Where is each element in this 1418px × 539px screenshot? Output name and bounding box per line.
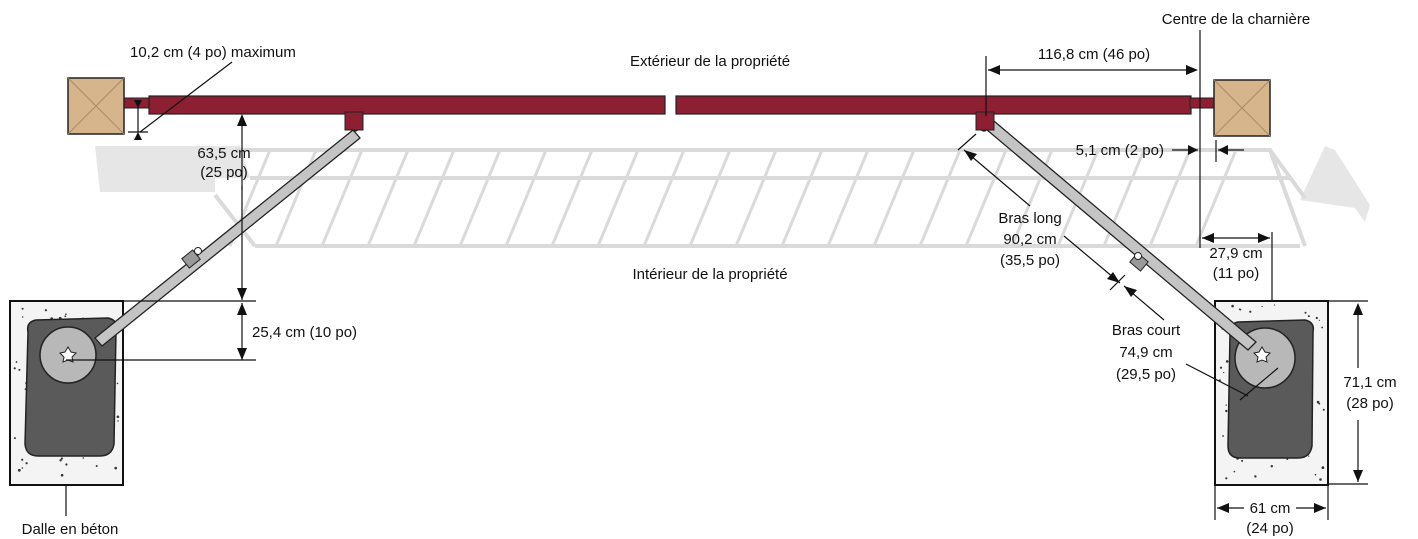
concrete-speck [116,382,119,385]
long-arm-in-label: (35,5 po) [1000,252,1060,269]
concrete-speck [1222,435,1224,437]
operator-offset-label: 25,4 cm (10 po) [252,324,357,341]
concrete-speck [1261,305,1263,308]
concrete-speck [95,465,98,467]
ghost-slat [964,149,1008,247]
ghost-slat [320,149,364,247]
slab-width-in-label: (24 po) [1246,520,1294,537]
concrete-speck [117,420,119,422]
concrete-speck [15,361,18,363]
concrete-speck [1225,404,1227,406]
slab-height-cm-label: 71,1 cm [1343,374,1396,391]
concrete-speck [1315,316,1318,320]
ghost-slat [458,149,502,247]
slab-height-in-label: (28 po) [1346,395,1394,412]
concrete-speck [1270,465,1274,468]
concrete-speck [1223,371,1225,374]
concrete-speck [44,309,48,312]
hinge-post-left [67,77,125,135]
concrete-speck [25,462,28,465]
concrete-speck [13,437,16,440]
ghost-slat [688,149,732,247]
concrete-speck [21,307,24,310]
short-arm-in-label: (29,5 po) [1116,366,1176,383]
gap-max-label: 10,2 cm (4 po) maximum [130,44,296,61]
concrete-speck [1304,311,1307,314]
hinge-distance-label: 116,8 cm (46 po) [1038,46,1150,63]
concrete-speck [59,459,62,462]
ghost-slat [734,149,778,247]
hinge-offset-label: 5,1 cm (2 po) [1076,142,1164,159]
concrete-speck [65,463,68,466]
arm-offset-cm-label: 63,5 cm [197,145,250,162]
gate-leaf-left [123,95,666,131]
concrete-speck [1307,315,1310,318]
pivot-offset-in-label: (11 po) [1213,265,1259,282]
concrete-speck [1308,455,1310,457]
slab-width-cm-label: 61 cm [1250,500,1291,517]
ghost-slat [872,149,916,247]
ghost-slat [596,149,640,247]
dimension-lines [65,30,1368,520]
hinge-post-right [1213,79,1271,137]
ghost-slat [366,149,410,247]
concrete-speck [116,415,120,419]
exterior-label: Extérieur de la propriété [630,53,790,70]
concrete-speck [1254,475,1257,478]
concrete-speck [114,466,117,470]
concrete-speck [17,468,21,472]
short-arm-cm-label: 74,9 cm [1119,344,1172,361]
concrete-speck [18,368,21,371]
concrete-speck [13,367,16,370]
concrete-speck [65,313,67,316]
ghost-slat [504,149,548,247]
interior-label: Intérieur de la propriété [632,266,787,283]
gate-operator-left [24,317,118,457]
short-arm-title: Bras court [1112,322,1181,339]
concrete-speck [1318,402,1321,405]
concrete-speck [1321,466,1325,469]
concrete-speck [1322,408,1325,411]
concrete-speck [1314,473,1317,476]
concrete-speck [1231,304,1234,308]
concrete-speck [1225,477,1228,480]
concrete-speck [1321,326,1324,329]
gate-leaf-right [675,95,1215,131]
concrete-speck [1316,400,1320,404]
concrete-speck [1233,470,1236,473]
hinge-center-label: Centre de la charnière [1162,11,1310,28]
pivot-offset-cm-label: 27,9 cm [1209,245,1262,262]
ghost-slat [918,149,962,247]
ghost-slat [642,149,686,247]
concrete-speck [1225,409,1228,413]
long-arm-title: Bras long [998,210,1061,227]
concrete-speck [1318,319,1320,321]
ghost-gate-slats [228,149,1238,247]
ghost-slat [826,149,870,247]
ghost-slat [780,149,824,247]
concrete-speck [1249,310,1252,313]
concrete-speck [21,467,24,469]
concrete-speck [21,458,24,461]
concrete-speck [60,457,64,460]
concrete-speck [1225,360,1229,363]
ghost-slat [1148,149,1192,247]
concrete-speck [1241,459,1244,462]
concrete-speck [1238,308,1241,311]
concrete-speck [64,315,67,318]
long-arm-cm-label: 90,2 cm [1003,231,1056,248]
concrete-speck [1273,304,1276,306]
concrete-speck [82,457,85,459]
ghost-slat [1194,149,1238,247]
arm-offset-in-label: (25 po) [200,164,248,181]
concrete-speck [60,473,64,477]
ghost-slat [412,149,456,247]
concrete-speck [22,316,24,318]
concrete-speck [1219,366,1223,369]
ghost-slat [550,149,594,247]
concrete-speck [1319,478,1322,481]
concrete-slab-label: Dalle en béton [22,521,119,538]
